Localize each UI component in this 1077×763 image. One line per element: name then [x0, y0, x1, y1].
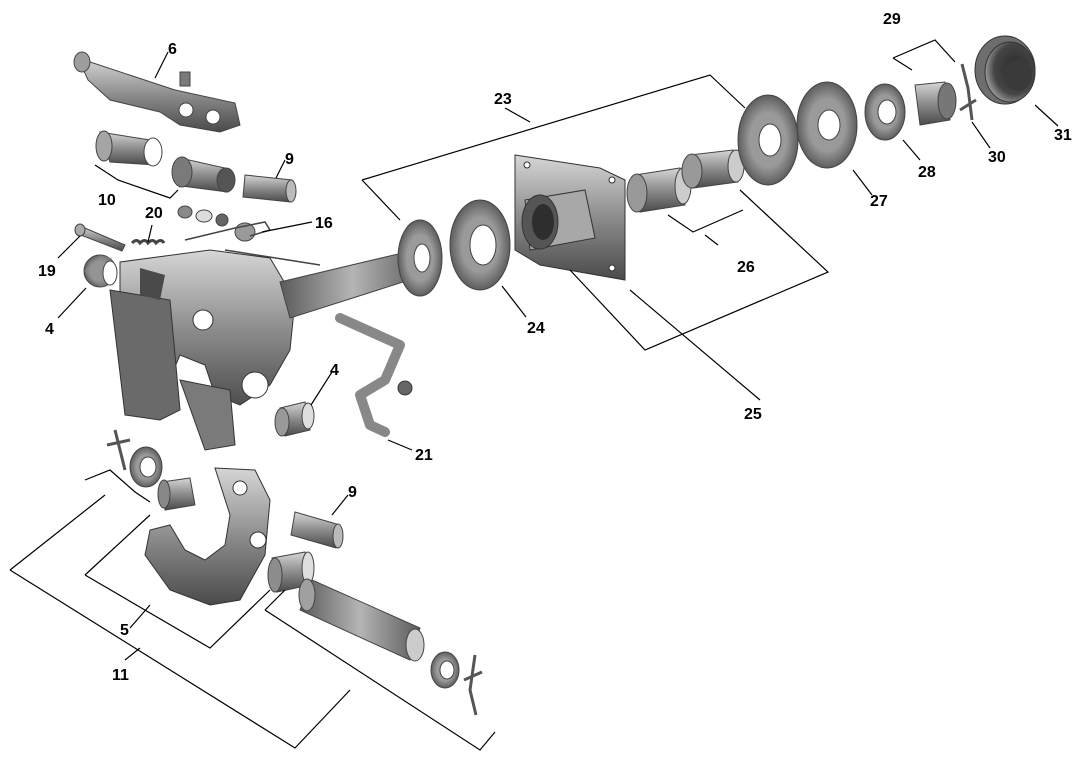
- part-6-latch-lever: [73, 51, 241, 133]
- part-4-bushing-lower: [274, 401, 315, 437]
- part-21-crank-pin: [335, 313, 413, 437]
- callout-23: 23: [494, 91, 512, 108]
- part-coupler-body: [109, 247, 429, 451]
- callout-30: 30: [988, 149, 1006, 166]
- callout-31: 31: [1054, 127, 1072, 144]
- part-11-hardware-lower: [267, 551, 483, 716]
- callout-29: 29: [883, 11, 901, 28]
- callout-24: 24: [527, 320, 545, 337]
- part-19-pin-and-20-spring: [74, 223, 166, 252]
- callout-20: 20: [145, 205, 163, 222]
- callout-26: 26: [737, 259, 755, 276]
- part-10-bushings: [95, 130, 236, 193]
- callout-5: 5: [120, 622, 129, 639]
- part-25-flange-housing: [514, 154, 626, 281]
- part-small-hardware: [177, 205, 321, 266]
- part-26-bushings: [626, 149, 745, 213]
- part-11-hardware-upper: [106, 429, 196, 511]
- callout-6: 6: [168, 41, 177, 58]
- part-4-bushing-upper: [83, 254, 118, 288]
- part-23-spacer-washer: [397, 219, 443, 297]
- part-23-washer-right: [737, 94, 799, 186]
- part-29-castle-nut: [914, 63, 977, 126]
- callout-19: 19: [38, 263, 56, 280]
- part-5-hook: [144, 467, 271, 606]
- callout-25: 25: [744, 406, 762, 423]
- callout-9-upper: 9: [285, 151, 294, 168]
- callout-10: 10: [98, 192, 116, 209]
- callout-11: 11: [112, 667, 129, 684]
- callout-9-lower: 9: [348, 484, 357, 501]
- part-9-pin-upper: [242, 174, 297, 203]
- part-24-washer: [449, 199, 511, 291]
- callout-4-upper: 4: [45, 321, 54, 338]
- part-31-cap: [974, 35, 1036, 105]
- part-28-washer: [864, 83, 906, 141]
- callout-28: 28: [918, 164, 936, 181]
- callout-21: 21: [415, 447, 433, 464]
- part-27-washer: [796, 81, 858, 169]
- callout-16: 16: [315, 215, 333, 232]
- leader-lines: [9, 39, 1059, 751]
- callout-27: 27: [870, 193, 888, 210]
- part-9-pin-lower: [290, 511, 344, 549]
- callout-4-lower: 4: [330, 362, 339, 379]
